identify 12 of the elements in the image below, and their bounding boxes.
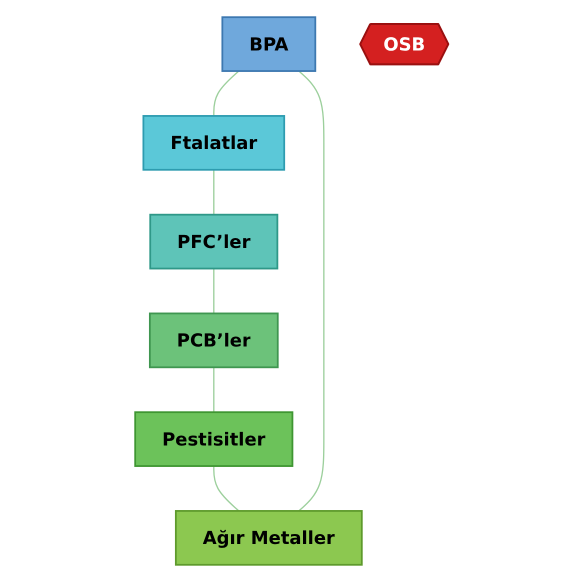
connector (212, 268, 214, 314)
node-box: Ağır Metaller (174, 510, 362, 566)
connector (298, 70, 324, 512)
connector (212, 466, 239, 512)
node-box: BPA (221, 16, 316, 72)
node-box: Ftalatlar (142, 115, 285, 171)
connector (212, 70, 239, 116)
node-box: PCB’ler (148, 312, 278, 368)
connector (212, 367, 214, 412)
node-box: PFC’ler (149, 214, 278, 270)
connector (212, 170, 214, 215)
node-box: Pestisitler (134, 411, 294, 467)
